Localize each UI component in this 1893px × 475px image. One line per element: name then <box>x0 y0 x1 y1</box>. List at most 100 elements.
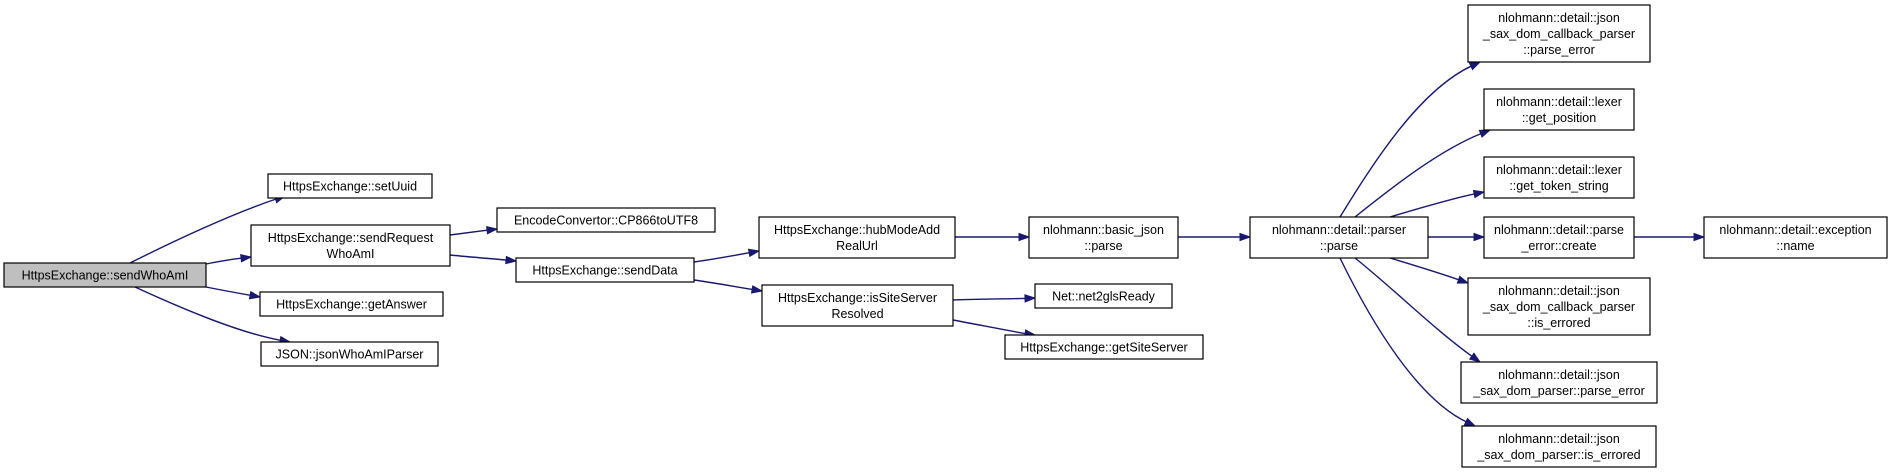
edge-line <box>449 229 489 236</box>
node-label-line: Resolved <box>831 307 883 321</box>
arrowhead <box>747 248 761 258</box>
arrowhead <box>1018 232 1031 242</box>
nodes-layer: HttpsExchange::sendWhoAmIHttpsExchange::… <box>3 4 1888 468</box>
node-label-line: HttpsExchange::hubModeAdd <box>774 223 940 237</box>
arrowhead <box>1456 275 1470 284</box>
node-box <box>1028 216 1179 259</box>
edges-layer <box>129 61 1706 427</box>
node-label-line: ::parse_error <box>1523 43 1595 57</box>
edge-parserParse-to-lexerGetPosition <box>1354 129 1492 218</box>
node-label-line: ::is_errored <box>1527 316 1590 330</box>
edge-line <box>1339 257 1468 423</box>
node-label-line: WhoAmI <box>327 247 375 261</box>
edge-parserParse-to-cbIsErrored <box>1389 257 1470 284</box>
node-label-line: Net::net2glsReady <box>1052 290 1156 304</box>
node-label-line: _sax_dom_parser::parse_error <box>1472 384 1645 398</box>
node-box <box>259 291 444 317</box>
edge-parserParse-to-lexerGetTokenString <box>1389 189 1486 218</box>
node-box <box>1467 4 1651 63</box>
node-box <box>250 224 451 267</box>
node-net2glsReady[interactable]: Net::net2glsReady <box>1034 283 1173 309</box>
node-cbIsErrored[interactable]: nlohmann::detail::json_sax_dom_callback_… <box>1467 277 1651 336</box>
node-box <box>1034 283 1173 309</box>
node-label-line: HttpsExchange::sendData <box>532 264 677 278</box>
edge-line <box>449 254 508 261</box>
edge-line <box>952 297 1027 301</box>
node-box <box>1703 216 1888 259</box>
edge-line <box>134 286 282 342</box>
edge-line <box>693 279 754 291</box>
node-box <box>1461 425 1657 468</box>
edge-isSiteServerResolved-to-net2glsReady <box>952 294 1037 303</box>
arrowhead <box>240 253 253 263</box>
node-lexerGetPosition[interactable]: nlohmann::detail::lexer::get_position <box>1483 88 1635 131</box>
node-box <box>3 262 207 288</box>
node-label-line: HttpsExchange::sendWhoAmI <box>22 269 189 283</box>
arrowhead <box>1468 352 1482 363</box>
arrowhead <box>505 255 518 265</box>
node-box <box>1483 216 1635 259</box>
edge-parserParse-to-cbParseError <box>1339 61 1482 218</box>
edge-line <box>1354 257 1474 358</box>
edge-parserParse-to-domParseError <box>1354 257 1482 363</box>
node-box <box>1460 361 1658 404</box>
node-label-line: _error::create <box>1520 239 1596 253</box>
node-box <box>1483 156 1635 199</box>
edge-line <box>129 198 277 264</box>
node-label-line: HttpsExchange::getSiteServer <box>1020 341 1187 355</box>
node-label-line: nlohmann::detail::json <box>1498 432 1620 446</box>
node-box <box>1483 88 1635 131</box>
node-parserParse[interactable]: nlohmann::detail::parser::parse <box>1249 216 1429 259</box>
node-label-line: ::parse <box>1084 239 1122 253</box>
edge-line <box>205 286 252 297</box>
node-label-line: ::parse <box>1320 239 1358 253</box>
node-box <box>1249 216 1429 259</box>
arrowhead <box>1472 189 1486 199</box>
node-label-line: ::name <box>1776 239 1814 253</box>
node-basicJsonParse[interactable]: nlohmann::basic_json::parse <box>1028 216 1179 259</box>
node-label-line: JSON::jsonWhoAmIParser <box>276 348 424 362</box>
node-sendWhoAmI[interactable]: HttpsExchange::sendWhoAmI <box>3 262 207 288</box>
edge-parseErrorCreate-to-exceptionName <box>1634 232 1706 242</box>
arrowhead <box>1239 232 1252 242</box>
node-domIsErrored[interactable]: nlohmann::detail::json_sax_dom_parser::i… <box>1461 425 1657 468</box>
node-label-line: _sax_dom_callback_parser <box>1482 300 1635 314</box>
node-label-line: nlohmann::basic_json <box>1043 223 1164 237</box>
node-label-line: HttpsExchange::getAnswer <box>276 298 427 312</box>
arrowhead <box>1693 232 1706 242</box>
node-exceptionName[interactable]: nlohmann::detail::exception::name <box>1703 216 1888 259</box>
node-CP866toUTF8[interactable]: EncodeConvertor::CP866toUTF8 <box>496 207 716 233</box>
node-sendData[interactable]: HttpsExchange::sendData <box>515 257 695 283</box>
node-jsonWhoAmIParser[interactable]: JSON::jsonWhoAmIParser <box>260 341 439 367</box>
node-lexerGetTokenString[interactable]: nlohmann::detail::lexer::get_token_strin… <box>1483 156 1635 199</box>
edge-parserParse-to-domIsErrored <box>1339 257 1477 427</box>
node-domParseError[interactable]: nlohmann::detail::json_sax_dom_parser::p… <box>1460 361 1658 404</box>
node-cbParseError[interactable]: nlohmann::detail::json_sax_dom_callback_… <box>1467 4 1651 63</box>
arrowhead <box>1468 61 1482 71</box>
node-label-line: _sax_dom_parser::is_errored <box>1476 448 1640 462</box>
node-label-line: nlohmann::detail::json <box>1498 284 1620 298</box>
arrowhead <box>750 285 764 294</box>
node-setUuid[interactable]: HttpsExchange::setUuid <box>267 173 433 199</box>
node-label-line: HttpsExchange::sendRequest <box>268 231 434 245</box>
edge-sendWhoAmI-to-getAnswer <box>205 286 262 300</box>
node-label-line: nlohmann::detail::lexer <box>1496 163 1622 177</box>
node-getSiteServer[interactable]: HttpsExchange::getSiteServer <box>1004 334 1204 360</box>
node-parseErrorCreate[interactable]: nlohmann::detail::parse_error::create <box>1483 216 1635 259</box>
edge-sendRequestWhoAmI-to-CP866toUTF8 <box>449 225 499 236</box>
node-label-line: ::get_token_string <box>1509 179 1608 193</box>
edge-parserParse-to-parseErrorCreate <box>1428 232 1486 242</box>
edge-line <box>1389 193 1476 218</box>
node-label-line: HttpsExchange::setUuid <box>283 180 417 194</box>
node-getAnswer[interactable]: HttpsExchange::getAnswer <box>259 291 444 317</box>
node-label-line: nlohmann::detail::lexer <box>1496 95 1622 109</box>
edge-line <box>1389 257 1460 281</box>
edge-sendData-to-hubModeAddRealUrl <box>693 248 761 263</box>
node-box <box>758 216 956 259</box>
arrowhead <box>248 290 262 300</box>
node-label-line: _sax_dom_callback_parser <box>1482 27 1635 41</box>
